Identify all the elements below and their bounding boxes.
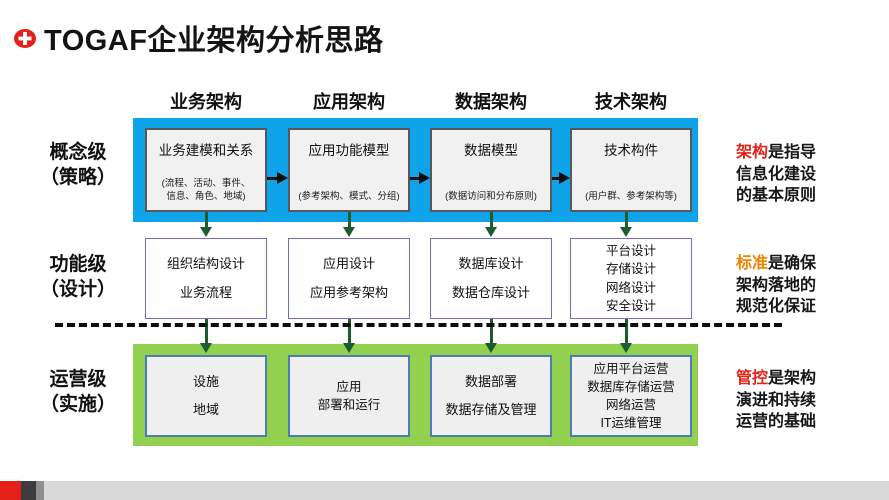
box-line: 业务流程 — [179, 284, 232, 300]
red-plus-badge-icon — [14, 28, 36, 48]
column-header-application: 应用架构 — [313, 92, 385, 112]
row-label-line2: （策略） — [39, 167, 116, 188]
box-line: 组织结构设计 — [166, 256, 245, 272]
row-label-line1: 概念级 — [49, 142, 107, 163]
annotation-keyword: 管控 — [736, 370, 769, 387]
column-header-technology: 技术架构 — [595, 92, 667, 112]
box-org-structure-design: 组织结构设计 业务流程 — [145, 238, 267, 319]
footer-dark-block — [21, 481, 36, 500]
box-data-deploy: 数据部署 数据存储及管理 — [430, 355, 552, 437]
arrow-down-icon — [343, 319, 356, 353]
box-title: 业务建模和关系 — [158, 143, 254, 158]
box-line: 网络设计 — [605, 280, 656, 295]
annotation-standard: 标准是确保架构落地的规范化保证 — [736, 253, 822, 318]
row-label-line2: （实施） — [39, 394, 116, 415]
box-facility-region: 设施 地域 — [145, 355, 267, 437]
box-platform-operations: 应用平台运营 数据库存储运营 网络运营 IT运维管理 — [570, 355, 692, 437]
arrow-right-icon — [552, 172, 570, 184]
row-label-line1: 运营级 — [49, 369, 107, 390]
box-line: 部署和运行 — [317, 398, 381, 412]
box-line: 数据仓库设计 — [451, 284, 530, 300]
box-line: 网络运营 — [605, 398, 656, 412]
arrow-down-icon — [200, 319, 213, 353]
box-title: 数据模型 — [464, 143, 518, 158]
arrow-down-icon — [620, 212, 633, 237]
arrow-right-icon — [267, 172, 288, 184]
box-line: 应用 — [336, 379, 362, 394]
box-line: 数据部署 — [464, 373, 517, 389]
annotation-governance: 管控是架构演进和持续运营的基础 — [736, 368, 822, 433]
arrow-right-icon — [410, 172, 430, 184]
box-line: 平台设计 — [605, 244, 656, 259]
box-line: 设施 — [192, 373, 219, 389]
annotation-text: 是架构演进和持续运营的基础 — [736, 370, 817, 430]
box-line: 安全设计 — [605, 298, 656, 313]
box-title: 应用功能模型 — [308, 143, 390, 158]
box-subtitle: (用户群、参考架构等) — [585, 190, 677, 202]
box-line: IT运维管理 — [600, 416, 662, 431]
box-tech-components: 技术构件 (用户群、参考架构等) — [570, 128, 692, 212]
box-subtitle: (流程、活动、事件、 信息、角色、地域) — [162, 178, 251, 203]
annotation-keyword: 标准 — [736, 255, 769, 272]
arrow-down-icon — [343, 212, 356, 237]
box-app-deploy-run: 应用 部署和运行 — [288, 355, 410, 437]
arrow-down-icon — [200, 212, 213, 237]
box-line: 数据存储及管理 — [445, 401, 537, 417]
arrow-down-icon — [620, 319, 633, 353]
page-title: TOGAF企业架构分析思路 — [44, 25, 384, 57]
row-label-line1: 功能级 — [49, 254, 107, 275]
box-database-design: 数据库设计 数据仓库设计 — [430, 238, 552, 319]
box-line: 应用平台运营 — [593, 361, 669, 376]
box-line: 数据库设计 — [458, 256, 524, 272]
box-app-design: 应用设计 应用参考架构 — [288, 238, 410, 319]
box-subtitle-line2: 信息、角色、地域) — [166, 190, 246, 202]
annotation-keyword: 架构 — [736, 144, 769, 161]
box-title: 技术构件 — [604, 143, 658, 158]
box-line: 存储设计 — [605, 262, 656, 277]
arrow-down-icon — [485, 212, 498, 237]
title-row: TOGAF企业架构分析思路 — [14, 18, 383, 58]
box-subtitle: (参考架构、模式、分组) — [298, 190, 400, 202]
footer-gray-block — [36, 481, 44, 500]
column-header-business: 业务架构 — [170, 92, 242, 112]
row-label-line2: （设计） — [39, 279, 116, 300]
box-subtitle-line1: (流程、活动、事件、 — [161, 178, 251, 190]
box-line: 数据库存储运营 — [587, 379, 675, 394]
box-data-model: 数据模型 (数据访问和分布原则) — [430, 128, 552, 212]
box-subtitle: (数据访问和分布原则) — [445, 190, 537, 202]
box-line: 应用参考架构 — [309, 284, 388, 300]
row-label-concept: 概念级 （策略） — [26, 140, 130, 190]
row-label-operation: 运营级 （实施） — [26, 367, 130, 417]
row-label-function: 功能级 （设计） — [26, 252, 130, 302]
box-business-modeling: 业务建模和关系 (流程、活动、事件、 信息、角色、地域) — [145, 128, 267, 212]
annotation-architecture: 架构是指导信息化建设的基本原则 — [736, 142, 822, 207]
annotation-text: 是确保架构落地的规范化保证 — [736, 255, 817, 315]
box-line: 应用设计 — [322, 256, 375, 272]
annotation-text: 是指导信息化建设的基本原则 — [736, 144, 817, 204]
column-header-data: 数据架构 — [455, 92, 527, 112]
box-platform-design: 平台设计 存储设计 网络设计 安全设计 — [570, 238, 692, 319]
arrow-down-icon — [485, 319, 498, 353]
footer-bar — [0, 481, 889, 500]
box-app-function-model: 应用功能模型 (参考架构、模式、分组) — [288, 128, 410, 212]
footer-red-block — [0, 481, 21, 500]
dashed-separator — [55, 323, 782, 327]
box-line: 地域 — [192, 401, 219, 417]
